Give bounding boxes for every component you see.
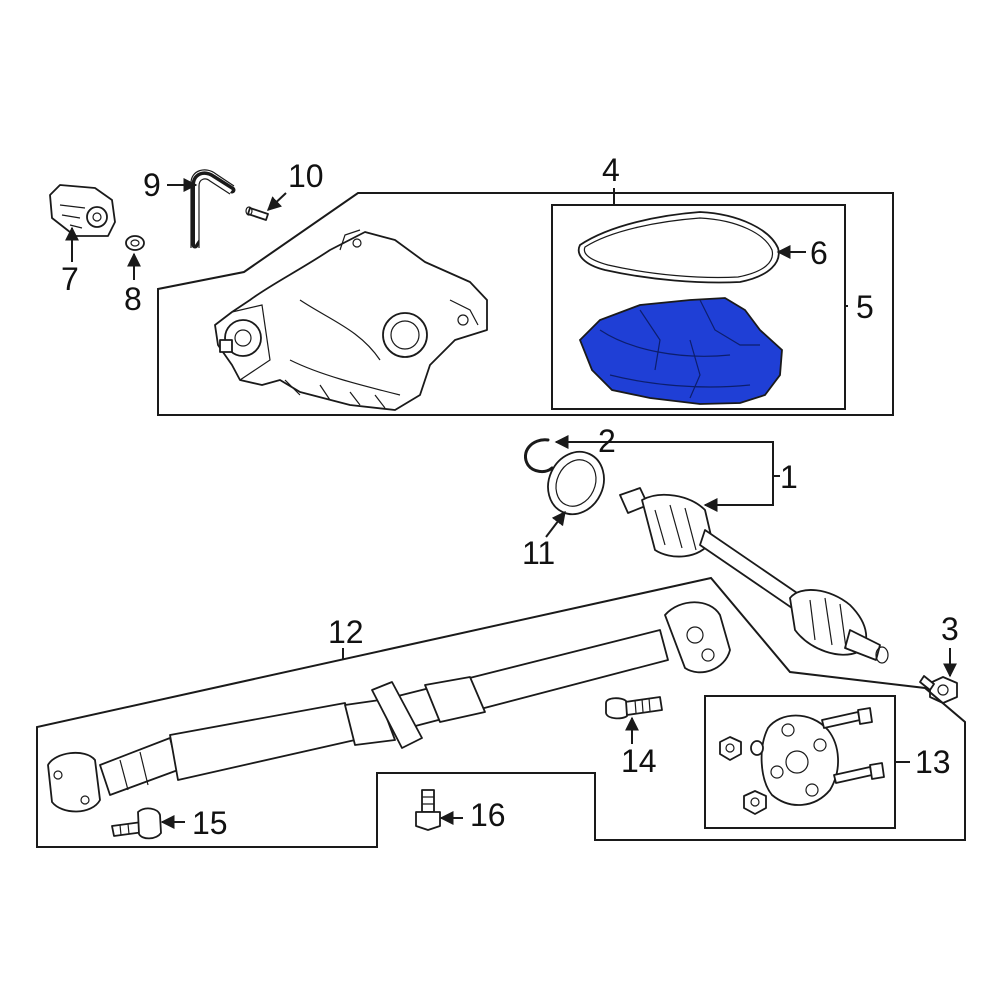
- callout-7: 7: [61, 261, 79, 297]
- callout-12: 12: [328, 614, 364, 650]
- part-16-bolt: [415, 789, 441, 831]
- part-14-bolt: [605, 696, 663, 720]
- flex-disc-kit: [719, 707, 885, 815]
- callout-11: 11: [522, 535, 555, 571]
- assembly-frame-4: [157, 192, 894, 416]
- callout-6: 6: [810, 235, 828, 271]
- callout-8: 8: [124, 281, 142, 317]
- callout-16: 16: [470, 797, 506, 833]
- drive-shaft: [47, 601, 731, 813]
- part-8-washer: [125, 235, 145, 251]
- callout-1: 1: [780, 459, 798, 495]
- part-11-seal: [547, 450, 605, 516]
- oil-pan: [578, 297, 783, 405]
- callout-10: 10: [288, 158, 324, 194]
- callout-labels: 1 2 3 4 5 6 7 8 9 10 11 12 13 14 15 16: [61, 152, 959, 841]
- part-7-module: [49, 184, 116, 237]
- callout-4: 4: [602, 152, 620, 188]
- callout-9: 9: [143, 167, 161, 203]
- gasket: [577, 211, 780, 284]
- callout-13: 13: [915, 744, 951, 780]
- part-10-fitting: [245, 206, 269, 221]
- differential-housing: [214, 229, 488, 411]
- callout-5: 5: [856, 289, 874, 325]
- part-2-snap-ring: [524, 438, 554, 474]
- callout-leaders: [65, 178, 957, 829]
- callout-3: 3: [941, 611, 959, 647]
- part-15-bolt: [111, 807, 162, 840]
- callout-15: 15: [192, 805, 228, 841]
- assembly-frame-12: [36, 576, 966, 848]
- axle-shaft: [619, 487, 889, 664]
- callout-2: 2: [598, 423, 616, 459]
- callout-14: 14: [621, 743, 657, 779]
